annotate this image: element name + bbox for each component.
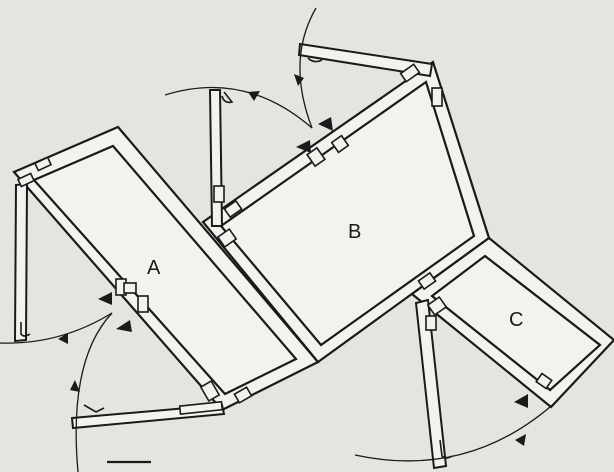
panel-a-label: A [147,257,161,279]
direction-triangle-icon [318,117,333,131]
door-swing-arrow-icon [248,91,260,101]
latch-icon [20,322,31,337]
hinge-icon [426,295,448,317]
hinge-icon [535,372,553,390]
latch-icon [439,439,453,459]
direction-triangle-icon [98,292,112,305]
swing-arc-b-upper [164,86,313,129]
leaf-b-top [297,42,434,78]
direction-triangle-icon [514,394,528,408]
door-swing-arrow-icon [294,74,304,86]
panel-b: B [201,60,491,364]
door-swing-arrow-icon [58,333,68,344]
panel-a: A [12,125,320,412]
hinge-icon [233,386,253,404]
hinge-icon [33,156,53,172]
hinge-icon [199,379,221,403]
latch-icon [307,57,323,63]
panel-a-inner-frame [32,144,298,396]
panel-b-label: B [348,221,361,243]
hinge-icon [417,271,437,291]
hinges [16,63,553,415]
panel-b-inner-frame [219,80,476,347]
leaf-b-upper [208,89,224,227]
hinge-icon [399,63,421,83]
latch-icon [83,404,105,413]
swing-arc-a-left [0,312,113,344]
panel-c-label: C [509,309,523,331]
hinge-icon [431,87,443,107]
latches [20,57,453,459]
hinge-icon [223,199,243,219]
hinge-icon [16,172,36,188]
swing-arc-a-bottom [75,312,113,472]
swing-arc-c [354,399,559,462]
leaf-c-lower [414,298,448,470]
hinge-icon [425,315,437,331]
panel-c-inner-frame [430,254,602,392]
hinge-icon [305,146,327,168]
direction-triangle-icon [296,140,311,153]
direction-triangle-icon [116,320,132,332]
hinge-icon [178,400,224,415]
hinge-icon [213,185,225,203]
door-swing-arrow-icon [70,380,80,392]
hinge-icon [123,282,137,294]
latch-icon [221,91,234,104]
hinge-icon [137,295,149,313]
hinge-icon [216,227,238,249]
hinge-icon [330,134,350,154]
door-swing-arrow-icon [515,434,526,446]
swing-arc-b-top [299,7,317,129]
panel-c: C [410,236,614,409]
leaf-a-left [13,182,29,343]
